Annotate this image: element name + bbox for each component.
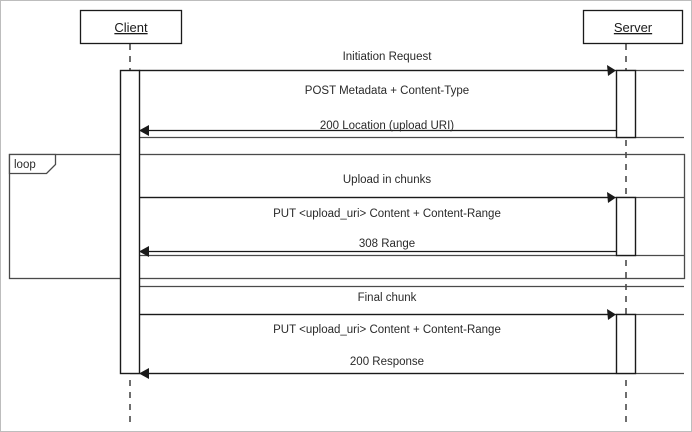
activation-server-initiation — [615, 69, 637, 139]
message-label-308-range: 308 Range — [359, 238, 415, 250]
group-note-initiation: Initiation Request — [343, 51, 433, 63]
group-notes: Initiation Request Upload in chunks Fina… — [343, 51, 433, 304]
arrowhead-right-put-final-chunk — [607, 309, 616, 320]
message-label-200-response: 200 Response — [350, 356, 424, 368]
message-label-put-chunk: PUT <upload_uri> Content + Content-Range — [273, 208, 501, 220]
message-put-final-chunk: PUT <upload_uri> Content + Content-Range — [139, 309, 616, 336]
participant-box-server[interactable] — [582, 9, 684, 45]
message-200-location: 200 Location (upload URI) — [139, 120, 616, 136]
participant-box-client[interactable] — [79, 9, 183, 45]
message-post-metadata: POST Metadata + Content-Type — [139, 65, 616, 97]
activation-server-chunk — [615, 196, 637, 257]
participant-label-client: Client — [114, 20, 148, 35]
activation-bars — [119, 69, 637, 375]
message-308-range: 308 Range — [139, 238, 616, 257]
message-200-response: 200 Response — [139, 356, 616, 379]
activation-server-final — [615, 313, 637, 375]
group-note-final: Final chunk — [358, 292, 417, 304]
arrowhead-left-200-response — [139, 368, 149, 379]
participant-client[interactable]: Client — [79, 9, 183, 45]
message-label-put-final-chunk: PUT <upload_uri> Content + Content-Range — [273, 324, 501, 336]
activation-client — [119, 69, 141, 375]
arrowhead-left-200-location — [139, 125, 149, 136]
group-note-upload-loop: Upload in chunks — [343, 174, 431, 186]
participant-server[interactable]: Server — [582, 9, 684, 45]
arrowhead-right-post-metadata — [607, 65, 616, 76]
arrowhead-right-put-chunk — [607, 192, 616, 203]
loop-fragment-border — [8, 153, 686, 280]
message-label-200-location: 200 Location (upload URI) — [320, 120, 454, 132]
arrowhead-left-308-range — [139, 246, 149, 257]
loop-fragment-operator-label: loop — [14, 159, 36, 171]
loop-fragment-tab — [8, 153, 57, 175]
message-put-chunk: PUT <upload_uri> Content + Content-Range — [139, 192, 616, 220]
lifelines — [129, 44, 627, 427]
loop-fragment: loop — [8, 153, 686, 280]
message-label-post-metadata: POST Metadata + Content-Type — [305, 85, 469, 97]
participant-label-server: Server — [614, 20, 653, 35]
